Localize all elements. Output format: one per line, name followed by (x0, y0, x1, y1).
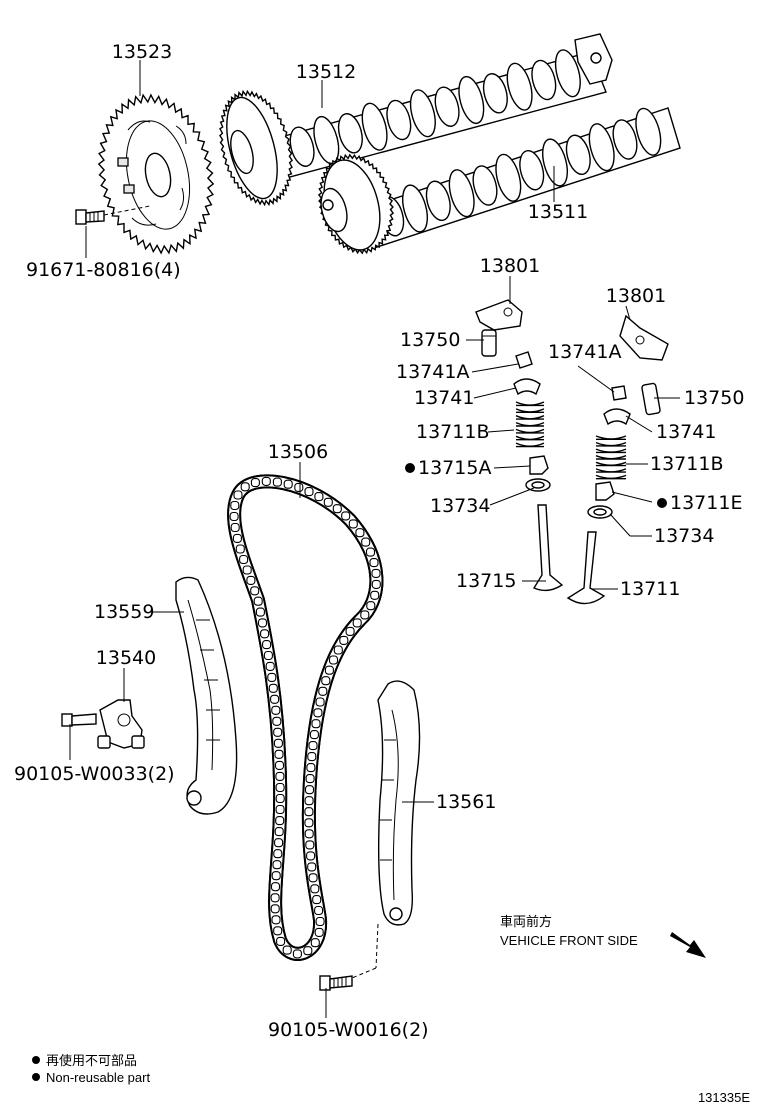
spring-retainer-13741-right (603, 408, 631, 426)
label-13711B-right: 13711B (650, 453, 723, 475)
label-91671-80816: 91671-80816(4) (26, 259, 181, 281)
exhaust-valve-13715 (532, 504, 564, 592)
camshaft-sprocket-13523 (97, 93, 215, 255)
legend: 再使用不可部品 Non-reusable part (32, 1053, 150, 1085)
label-90105-w0016: 90105-W0016(2) (268, 1019, 429, 1041)
legend-bullet-icon (32, 1056, 40, 1064)
intake-valve-13711 (566, 531, 606, 605)
camshaft-13512 (218, 33, 613, 207)
leader-lines (69, 60, 680, 1018)
chain-slipper-guide-13559 (175, 576, 238, 815)
label-13734-right: 13734 (654, 525, 714, 547)
rocker-arm-13801-left (475, 299, 523, 331)
lash-adjuster-13750-right (641, 382, 661, 416)
label-13561: 13561 (436, 791, 496, 813)
label-90105-w0033: 90105-W0033(2) (14, 763, 175, 785)
timing-chain-13506 (230, 477, 380, 958)
retainer-lock-13741A-left (515, 351, 533, 369)
label-13741A-right: 13741A (548, 341, 621, 363)
retainer-lock-13741A-right (611, 385, 627, 401)
label-13715: 13715 (456, 570, 516, 592)
label-13750-left: 13750 (400, 329, 460, 351)
legend-bullet-icon (32, 1073, 40, 1081)
label-13506: 13506 (268, 441, 328, 463)
label-13734-left: 13734 (430, 495, 490, 517)
label-13801-right: 13801 (606, 285, 666, 307)
label-13511: 13511 (528, 201, 588, 223)
label-13512: 13512 (296, 61, 356, 83)
label-13711B-left: 13711B (416, 421, 489, 443)
bolt-91671-80816 (75, 205, 151, 225)
valve-spring-13711B-left (515, 401, 545, 448)
vehicle-front-note: 車両前方 VEHICLE FRONT SIDE (500, 914, 638, 948)
label-13711: 13711 (620, 578, 680, 600)
label-13523: 13523 (112, 41, 172, 63)
valve-stem-seal-13715A (529, 455, 549, 475)
label-13741A-left: 13741A (396, 361, 469, 383)
label-13750-right: 13750 (684, 387, 744, 409)
part-labels: 13523 13512 13511 91671-80816(4) 13801 1… (14, 41, 744, 1041)
valve-spring-13711B-right (595, 435, 627, 480)
label-13715A: 13715A (418, 457, 491, 479)
label-13741-left: 13741 (414, 387, 474, 409)
vehicle-front-arrow-icon (670, 932, 706, 958)
legend-en: Non-reusable part (46, 1070, 150, 1085)
non-reusable-mark-13711E (657, 498, 667, 508)
label-13540: 13540 (96, 647, 156, 669)
label-13559: 13559 (94, 601, 154, 623)
vehicle-front-en: VEHICLE FRONT SIDE (500, 933, 638, 948)
spring-retainer-13741-left (513, 378, 541, 396)
label-13801-left: 13801 (480, 255, 540, 277)
non-reusable-mark-13715A (405, 463, 415, 473)
vehicle-front-jp: 車両前方 (500, 914, 552, 929)
label-13711E: 13711E (670, 492, 742, 514)
lash-adjuster-13750-left (481, 329, 497, 357)
bolt-90105-w0016 (319, 975, 353, 991)
valve-train-right (566, 314, 669, 605)
valve-train-left (475, 299, 564, 592)
figure-id: 131335E (698, 1090, 750, 1105)
label-13741-right: 13741 (656, 421, 716, 443)
chain-tensioner-13540 (61, 699, 145, 749)
chain-vibration-damper-13561 (351, 680, 421, 979)
legend-jp: 再使用不可部品 (46, 1053, 137, 1068)
valve-stem-seal-13711E (595, 481, 615, 501)
camshaft-13511 (317, 107, 681, 255)
